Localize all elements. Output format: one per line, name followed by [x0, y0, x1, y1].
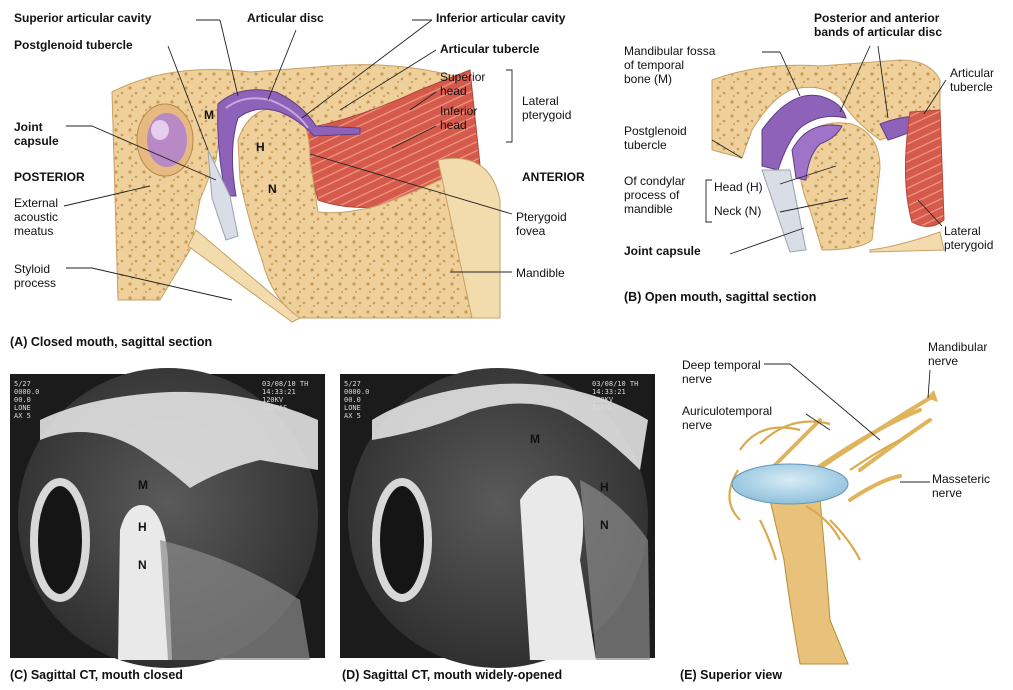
ct-d-overlay-left: 5/27 0000.0 00.0 LONE AX 5: [344, 380, 369, 420]
label-pterygoid-fovea: Pterygoid fovea: [516, 210, 567, 238]
ct-d-m: M: [530, 432, 540, 446]
caption-c: (C) Sagittal CT, mouth closed: [10, 668, 183, 682]
ct-c-overlay-right: 03/08/10 TH 14:33:21 120KV 420MAS: [262, 380, 308, 412]
ct-d-overlay-right: 03/08/10 TH 14:33:21 120KV 420MAS: [592, 380, 638, 412]
ct-c-h: H: [138, 520, 147, 534]
label-postglenoid-tubercle-b: Postglenoid tubercle: [624, 124, 687, 152]
ct-c-n: N: [138, 558, 147, 572]
label-posterior: POSTERIOR: [14, 170, 85, 184]
label-articular-tubercle-b: Articular tubercle: [950, 66, 994, 94]
ct-d-h: H: [600, 480, 609, 494]
label-of-condylar: Of condylar process of mandible: [624, 174, 685, 216]
label-deep-temporal-nerve: Deep temporal nerve: [682, 358, 761, 386]
label-postglenoid-tubercle-a: Postglenoid tubercle: [14, 38, 133, 52]
panel-c-ct: [10, 368, 325, 668]
panel-b-illustration: [712, 60, 944, 252]
label-lateral-pterygoid-a: Lateral pterygoid: [522, 94, 571, 122]
mandible-neck-e: [770, 500, 848, 664]
label-styloid-process: Styloid process: [14, 262, 56, 290]
label-m-a: M: [204, 108, 214, 122]
label-head-h: Head (H): [714, 180, 763, 194]
label-lateral-pterygoid-b: Lateral pterygoid: [944, 224, 993, 252]
ct-c-m: M: [138, 478, 148, 492]
caption-d: (D) Sagittal CT, mouth widely-opened: [342, 668, 562, 682]
label-inferior-articular-cavity: Inferior articular cavity: [436, 11, 565, 25]
label-h-a: H: [256, 140, 265, 154]
label-mandible-a: Mandible: [516, 266, 565, 280]
articular-disc-e: [732, 464, 848, 504]
label-posterior-anterior-bands: Posterior and anterior bands of articula…: [814, 11, 942, 39]
label-masseteric-nerve: Masseteric nerve: [932, 472, 990, 500]
caption-e: (E) Superior view: [680, 668, 782, 682]
label-mandibular-nerve: Mandibular nerve: [928, 340, 987, 368]
label-neck-n: Neck (N): [714, 204, 761, 218]
label-inferior-head: Inferior head: [440, 104, 477, 132]
label-joint-capsule-b: Joint capsule: [624, 244, 701, 258]
label-articular-tubercle-a: Articular tubercle: [440, 42, 539, 56]
ct-d-n: N: [600, 518, 609, 532]
label-anterior: ANTERIOR: [522, 170, 585, 184]
label-auriculotemporal-nerve: Auriculotemporal nerve: [682, 404, 772, 432]
caption-a: (A) Closed mouth, sagittal section: [10, 335, 212, 349]
label-external-acoustic-meatus: External acoustic meatus: [14, 196, 58, 238]
label-articular-disc-a: Articular disc: [247, 11, 324, 25]
label-joint-capsule-a: Joint capsule: [14, 120, 59, 148]
label-mandibular-fossa: Mandibular fossa of temporal bone (M): [624, 44, 715, 86]
ct-c-overlay-left: 5/27 0000.0 00.0 LONE AX 5: [14, 380, 39, 420]
label-superior-articular-cavity: Superior articular cavity: [14, 11, 151, 25]
label-superior-head: Superior head: [440, 70, 485, 98]
label-n-a: N: [268, 182, 277, 196]
lateral-pterygoid-b: [905, 110, 944, 227]
caption-b: (B) Open mouth, sagittal section: [624, 290, 816, 304]
